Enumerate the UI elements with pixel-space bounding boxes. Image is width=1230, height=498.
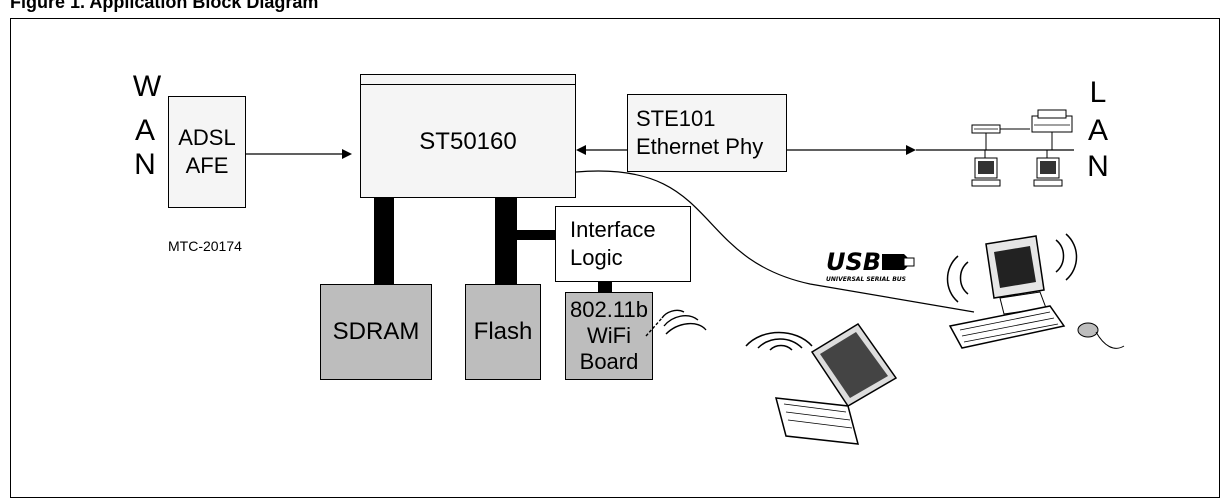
diagram-graphics: USB UNIVERSAL SERIAL BUS — [246, 109, 1125, 445]
usb-logo-subtext: UNIVERSAL SERIAL BUS — [826, 276, 906, 283]
wan-letter-n: N — [134, 148, 156, 181]
sdram-bus — [374, 198, 394, 284]
ste101-line-2: Ethernet Phy — [636, 134, 764, 159]
st50160-label: ST50160 — [419, 128, 517, 155]
interface-logic-line-1: Interface — [570, 217, 656, 242]
lan-letter-n: N — [1087, 150, 1109, 183]
flash-label: Flash — [473, 318, 533, 345]
st50160-block: ST50160 — [360, 74, 576, 198]
interface-logic-line-2: Logic — [570, 245, 623, 270]
wifi-board-block: 802.11b WiFi Board — [565, 292, 653, 380]
wifi-line-2: WiFi — [587, 323, 631, 348]
usb-logo: USB UNIVERSAL SERIAL BUS — [826, 248, 915, 283]
wifi-waves — [645, 309, 707, 337]
laptop-clipart — [745, 322, 898, 445]
flash-block: Flash — [465, 284, 541, 380]
flash-bus — [495, 198, 517, 284]
ste101-to-lan-arrow — [787, 145, 1074, 155]
mtc-code-label: MTC-20174 — [168, 238, 242, 254]
wan-letter-w: W — [132, 70, 162, 103]
lan-letter-l: L — [1089, 76, 1107, 109]
usb-cable — [575, 170, 975, 313]
sdram-label: SDRAM — [332, 318, 420, 345]
adsl-to-st50160-arrow — [246, 149, 352, 159]
wifi-line-1: 802.11b — [570, 297, 648, 322]
ste101-line-1: STE101 — [636, 106, 716, 131]
adsl-afe-line-1: ADSL — [178, 125, 236, 150]
ste101-block: STE101 Ethernet Phy — [627, 94, 787, 172]
adsl-afe-block: ADSL AFE — [168, 96, 246, 208]
interface-bus — [517, 230, 555, 240]
desktop-pc-clipart — [946, 233, 1125, 349]
usb-logo-text: USB — [826, 248, 881, 276]
lan-network-clipart — [971, 109, 1073, 187]
interface-logic-block: Interface Logic — [555, 206, 691, 282]
wifi-bus — [598, 282, 612, 294]
wan-letter-a: A — [134, 114, 155, 147]
sdram-block: SDRAM — [320, 284, 432, 380]
adsl-afe-line-2: AFE — [185, 153, 229, 178]
ste101-to-st50160-arrow — [576, 145, 627, 155]
wifi-line-3: Board — [579, 349, 639, 374]
lan-letter-a: A — [1087, 114, 1108, 147]
st50160-top-strip — [361, 75, 575, 85]
figure-caption: Figure 1. Application Block Diagram — [10, 0, 319, 12]
